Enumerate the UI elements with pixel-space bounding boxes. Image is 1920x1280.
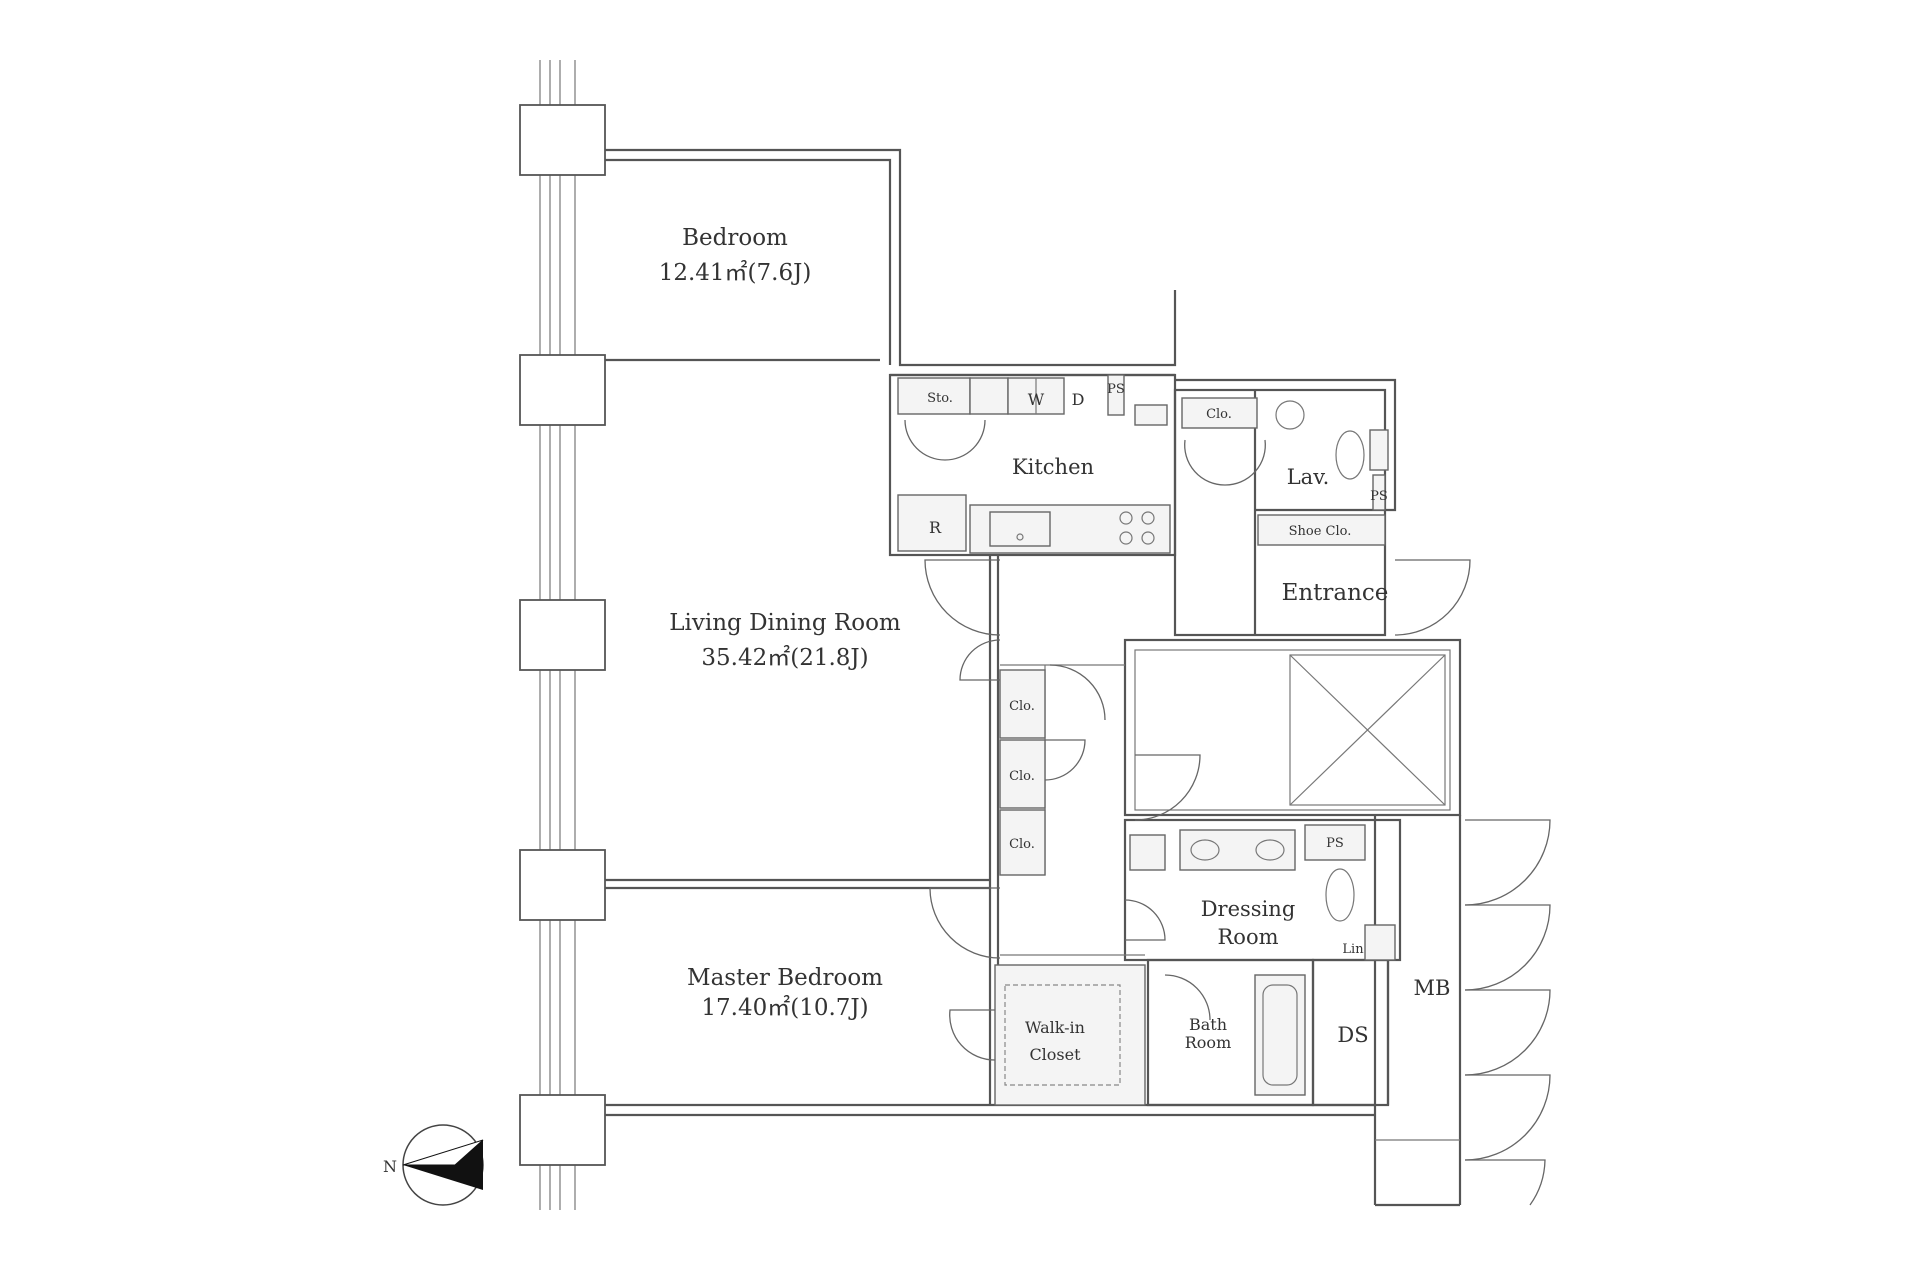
bedroom-area: 12.41㎡(7.6J) — [659, 260, 812, 286]
dressing-room-label-2: Room — [1217, 925, 1278, 949]
hall-closets — [999, 669, 1166, 876]
toilet-icon — [1335, 430, 1365, 480]
vanity — [1179, 829, 1296, 871]
closet-top — [1181, 397, 1258, 429]
closet-top-label: Clo. — [1206, 407, 1232, 422]
washer-label: W — [1028, 390, 1045, 409]
master-bedroom-area: 17.40㎡(10.7J) — [701, 995, 868, 1021]
sto-label: Sto. — [927, 391, 953, 406]
dressing-fixtures — [1179, 824, 1396, 1096]
ps-lav-label: PS — [1370, 489, 1388, 504]
sink-icon — [989, 511, 1051, 547]
walk-in-closet-label-2: Closet — [1029, 1045, 1081, 1064]
bath-room-label: Bath — [1189, 1015, 1227, 1034]
refrigerator-label: R — [929, 518, 942, 537]
shoe-closet — [1257, 514, 1386, 546]
master-bedroom-label: Master Bedroom — [687, 965, 883, 991]
basin-icon — [1275, 400, 1305, 430]
refrigerator — [897, 494, 967, 552]
doors — [904, 419, 1551, 1206]
bedroom-label: Bedroom — [682, 225, 788, 251]
kitchen-fixtures — [897, 374, 1258, 554]
mb-label: MB — [1414, 976, 1451, 1000]
walls — [605, 148, 1462, 1207]
stove-icon — [1119, 511, 1133, 525]
closet-2-label: Clo. — [1009, 769, 1035, 784]
ps-dressing-label: PS — [1326, 836, 1344, 851]
lav-label: Lav. — [1287, 465, 1330, 489]
toilet-icon-2 — [1325, 868, 1355, 922]
living-label: Living Dining Room — [669, 610, 901, 636]
walk-in-closet-label: Walk-in — [1025, 1018, 1085, 1037]
lav-fixtures — [1257, 400, 1389, 546]
living-area: 35.42㎡(21.8J) — [701, 645, 868, 671]
shoe-closet-label: Shoe Clo. — [1289, 524, 1352, 539]
compass-icon: N — [383, 1124, 484, 1206]
kitchen-label: Kitchen — [1012, 455, 1094, 479]
dressing-room-label: Dressing — [1201, 897, 1296, 921]
dryer-label: D — [1072, 390, 1085, 409]
ds-label: DS — [1337, 1023, 1368, 1047]
linen-label: Lin — [1342, 942, 1364, 957]
ps-kitchen-label: PS — [1107, 382, 1125, 397]
bath-room-label-2: Room — [1185, 1033, 1231, 1052]
closet-3-label: Clo. — [1009, 837, 1035, 852]
compass-north-label: N — [383, 1157, 397, 1176]
closet-1-label: Clo. — [1009, 699, 1035, 714]
pipe-shaft — [1107, 374, 1125, 416]
structural-columns — [519, 104, 606, 1166]
entrance-label: Entrance — [1282, 580, 1389, 606]
